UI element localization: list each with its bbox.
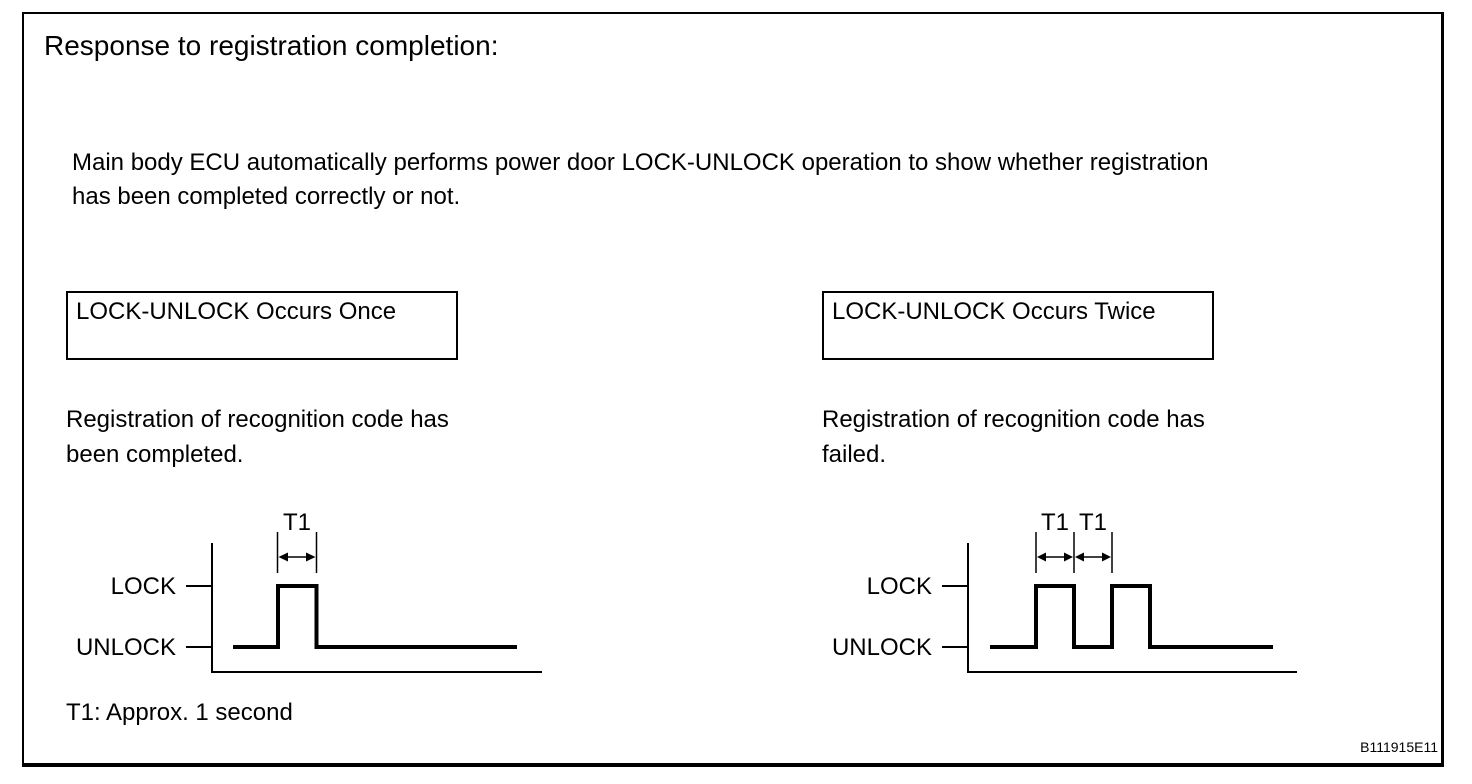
result-box-twice: LOCK-UNLOCK Occurs Twice xyxy=(822,291,1214,360)
caption-failed-line-1: Registration of recognition code has xyxy=(822,406,1205,433)
lock-unlock-waveform xyxy=(233,584,517,649)
timing-diagram-once: T1 LOCK UNLOCK xyxy=(76,509,542,673)
arrowhead-right-icon xyxy=(306,552,316,562)
unlock-label: UNLOCK xyxy=(76,634,176,661)
page-title: Response to registration completion: xyxy=(44,30,499,61)
lock-label: LOCK xyxy=(867,573,932,600)
arrowhead-left-icon xyxy=(1037,552,1046,562)
arrowhead-right-icon xyxy=(1102,552,1111,562)
result-box-once-label: LOCK-UNLOCK Occurs Once xyxy=(76,298,397,325)
timing-diagram-twice: T1 T1 LOCK UNLOCK xyxy=(832,509,1297,673)
caption-completed-line-2: been completed. xyxy=(66,441,244,468)
description-line-1: Main body ECU automatically performs pow… xyxy=(72,149,1209,176)
result-box-twice-label: LOCK-UNLOCK Occurs Twice xyxy=(832,298,1156,325)
t1-note: T1: Approx. 1 second xyxy=(66,699,293,726)
document-frame xyxy=(22,12,1444,767)
result-box-once: LOCK-UNLOCK Occurs Once xyxy=(66,291,458,360)
arrowhead-mid-right-icon xyxy=(1075,552,1084,562)
t1-dimension-label-1: T1 xyxy=(1041,509,1069,536)
lock-unlock-waveform xyxy=(990,584,1273,649)
figure-code: B111915E11 xyxy=(1360,739,1438,755)
arrowhead-mid-left-icon xyxy=(1064,552,1073,562)
unlock-label: UNLOCK xyxy=(832,634,932,661)
caption-completed: Registration of recognition code has bee… xyxy=(66,402,449,472)
caption-failed-line-2: failed. xyxy=(822,441,887,468)
caption-completed-line-1: Registration of recognition code has xyxy=(66,406,449,433)
t1-dimension-label: T1 xyxy=(283,509,311,536)
t1-dimension-label-2: T1 xyxy=(1079,509,1107,536)
arrowhead-left-icon xyxy=(278,552,288,562)
lock-label: LOCK xyxy=(111,573,176,600)
description-paragraph: Main body ECU automatically performs pow… xyxy=(72,146,1209,214)
description-line-2: has been completed correctly or not. xyxy=(72,183,461,210)
caption-failed: Registration of recognition code has fai… xyxy=(822,402,1205,472)
